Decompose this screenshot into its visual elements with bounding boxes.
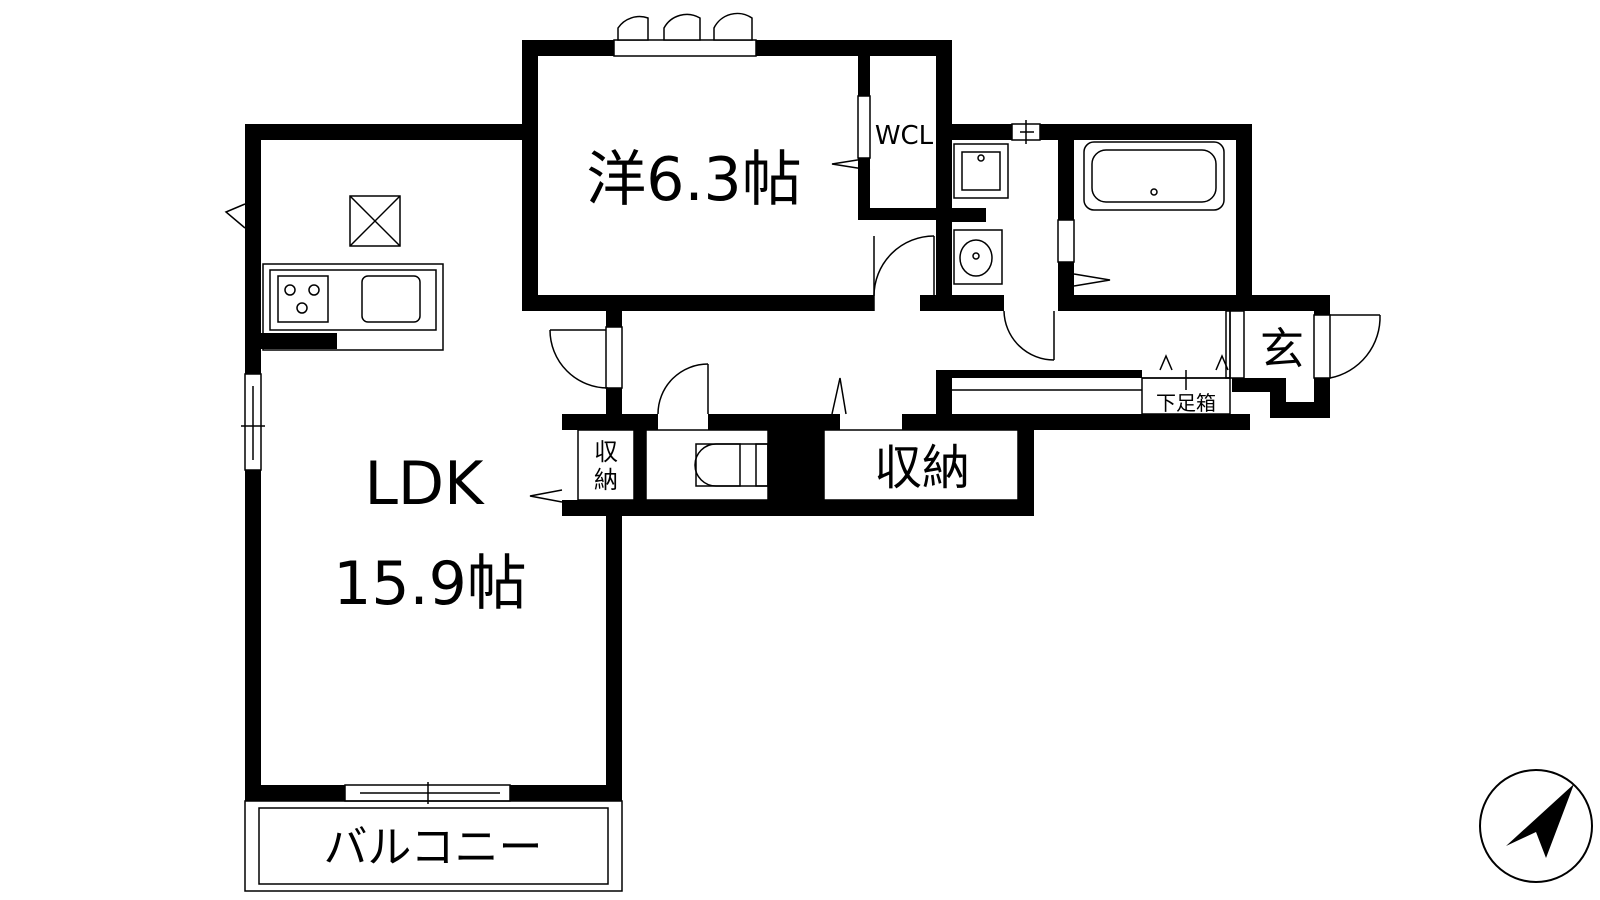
kitchen [262,195,444,351]
wall-western-top-right [756,40,952,56]
western-room-windows [617,12,753,41]
wall-small-storage-divider [634,430,646,500]
western-room-label: 洋6.3帖 [586,145,801,215]
wall-wash-top-right [1040,124,1252,140]
wall-western-top-left [522,40,614,56]
wall-corridor-left [606,305,622,327]
kitchen-counter-inner [269,269,437,331]
small-storage-label-line2: 納 [594,466,618,494]
wall-ldk-bottom-left [245,785,345,801]
ldk-size-label: 15.9帖 [333,549,527,619]
kitchen-counter [262,263,444,351]
wall-wash-top-left [936,124,1012,140]
balcony [244,800,623,892]
wall-corridor-bottom-a [562,414,658,430]
wall-bath-right [1236,124,1252,311]
wall-western-bottom [522,295,874,311]
wall-corridor-bottom-b [708,414,840,430]
wall-wash-inner [950,208,986,222]
wall-shoebox-top [936,370,1142,378]
wall-storage-bottom [562,500,1034,516]
storage-label: 収納 [874,440,970,496]
wall-wcl-bottom [858,208,942,220]
door-swings [224,157,1381,503]
wall-corridor-left-low [606,388,622,420]
wall-kitchen-stub [261,333,337,349]
storage-outlines [577,429,1019,501]
range-hood-icon [349,195,401,247]
wall-storage-left-b [562,500,578,516]
wcl-label: WCL [875,121,934,151]
wall-wcl-left [858,56,870,96]
wall-ldk-bottom-right [510,785,622,801]
balcony-label: バルコニー [323,822,542,873]
walls [245,40,1330,801]
wall-toilet-divider [768,430,824,500]
wall-entrance-right-upper [1314,295,1330,315]
stove-icon [277,275,329,323]
wall-storage-right [1018,414,1034,516]
wall-entrance-step [1232,378,1286,392]
wall-corridor-bottom-c [902,414,1250,430]
washbasin-icon [953,229,1003,285]
wall-wash-divider [1058,124,1074,220]
wall-shoebox-step [936,370,952,430]
wall-storage-left [562,414,578,430]
wall-wash-bottom [1058,295,1330,311]
shoe-box [952,310,1231,415]
north-arrow-icon [1479,769,1593,883]
wall-western-right [936,40,952,310]
toilet-icon [695,443,769,487]
ldk-name-label: LDK [365,449,486,519]
sink-icon [361,275,421,323]
wall-ldk-left-lower [245,470,261,800]
wall-ldk-left-upper [245,124,261,374]
bathtub-icon [1083,141,1225,211]
small-storage-label-line1: 収 [594,438,618,466]
wall-ldk-right-lower [606,512,622,801]
wall-wcl-left-lower [858,158,870,220]
entrance-label: 玄 [1260,324,1304,375]
wall-western-bottom-right [920,295,1004,311]
washing-machine-icon [953,143,1009,199]
wall-ldk-top [245,124,522,140]
shoe-box-label: 下足箱 [1156,391,1216,415]
wall-western-left [522,40,538,310]
windows [241,120,1034,804]
